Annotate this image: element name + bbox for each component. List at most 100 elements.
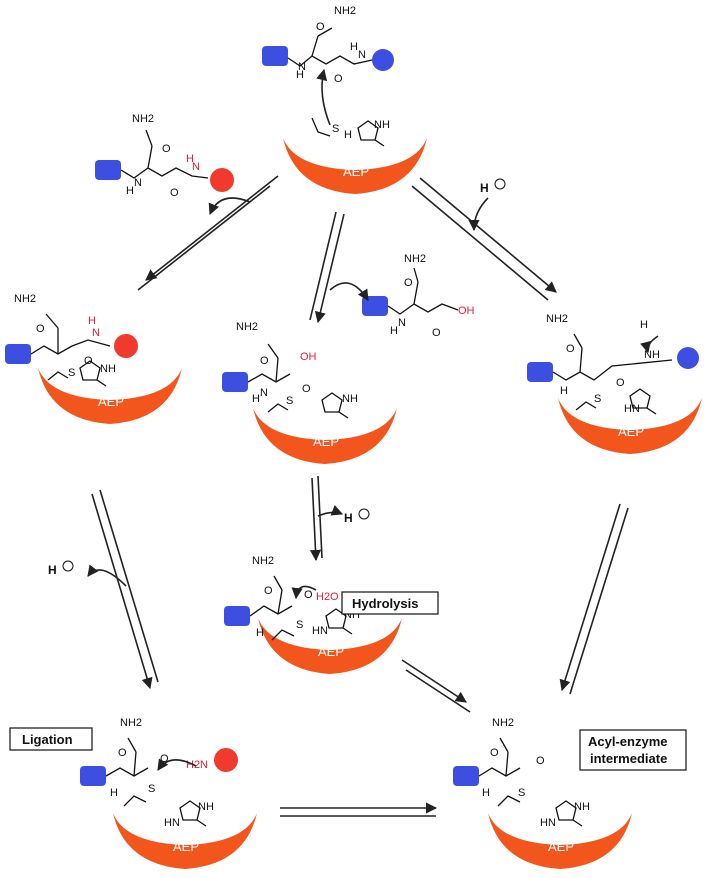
label-s: S [286, 395, 293, 407]
label-h-plus: H [640, 319, 648, 331]
label-nh: NH [574, 801, 590, 813]
red-group [114, 334, 138, 358]
label-h2n: H2N [186, 759, 208, 771]
plus-charge [494, 178, 506, 190]
label-nh2: NH2 [492, 717, 514, 729]
label-h: H [256, 627, 264, 639]
label-box-acyl-enzyme: Acyl-enzyme intermediate [579, 729, 687, 771]
plus-charge [62, 560, 74, 572]
label-o: O [260, 355, 269, 367]
enzyme-label: AEP [173, 839, 199, 854]
label-s: S [296, 619, 303, 631]
label-h: H [110, 787, 118, 799]
label-h: H [482, 787, 490, 799]
label-h: H [390, 325, 398, 337]
label-sh: S [332, 123, 339, 135]
label-o: O [36, 323, 45, 335]
released-hydrolysis-product: NH2 O N H O OH [362, 253, 475, 339]
blue-group [262, 46, 288, 66]
label-nh2: NH2 [14, 293, 36, 305]
label-oh: OH [300, 351, 317, 363]
equilibrium-arrows [91, 175, 629, 817]
red-group [214, 748, 238, 772]
label-o: O [84, 355, 93, 367]
state-tetrahedral-right: AEP NH2 O NH H O S H HN [527, 313, 702, 454]
label-h: H [560, 385, 568, 397]
label-nh: NH [198, 801, 214, 813]
label-h: H [126, 185, 134, 197]
label-o: O [432, 327, 441, 339]
label-nh2: NH2 [132, 113, 154, 125]
label-o: O [170, 187, 179, 199]
label-o: O [264, 585, 273, 597]
label-nh2: NH2 [236, 321, 258, 333]
label-h: H [186, 153, 194, 165]
label-n: N [192, 161, 200, 173]
label-hn: HN [164, 817, 180, 829]
blue-group [5, 344, 31, 364]
label-box-hydrolysis: Hydrolysis [341, 591, 439, 615]
label-box-ligation: Ligation [9, 727, 93, 751]
label-o: O [566, 343, 575, 355]
label-nh: NH [644, 349, 660, 361]
label-s: S [148, 783, 155, 795]
label-o: O [316, 21, 325, 33]
label-n: N [260, 387, 268, 399]
label-s: S [68, 367, 75, 379]
blue-group [80, 766, 106, 786]
label-o: O [490, 747, 499, 759]
label-nh2: NH2 [120, 717, 142, 729]
released-ligation-product: NH2 O N H O H N [95, 113, 234, 199]
state-tetrahedral-left: AEP NH2 O H N O S NH [5, 293, 182, 424]
label-o: O [162, 143, 171, 155]
ligation-label: Ligation [22, 732, 73, 747]
enzyme-label: AEP [98, 394, 124, 409]
enzyme-label: AEP [548, 839, 574, 854]
label-o: O [404, 277, 413, 289]
state-ligation: AEP NH2 O H2N O S H HN NH [80, 717, 257, 869]
label-o: O [536, 755, 545, 767]
enzyme-label: AEP [318, 644, 344, 659]
blue-group [95, 160, 121, 180]
blue-group [224, 606, 250, 626]
blue-group [527, 362, 553, 382]
enzyme-label: AEP [313, 434, 339, 449]
label-o: O [118, 747, 127, 759]
state-top-substrate: AEP NH2 O H N O H N S H NH [262, 5, 427, 194]
label-nh: NH [374, 119, 390, 131]
label-nh: NH [342, 393, 358, 405]
label-o: O [304, 589, 313, 601]
label-o: O [334, 73, 343, 85]
label-hn: HN [312, 625, 328, 637]
acyl-label-line1: Acyl-enzyme [588, 734, 667, 749]
label-nh2: NH2 [252, 555, 274, 567]
red-group [677, 347, 699, 369]
label-s: S [518, 787, 525, 799]
enzyme-label: AEP [618, 424, 644, 439]
label-nh2: NH2 [404, 253, 426, 265]
label-oh: OH [458, 305, 475, 317]
label-o: O [302, 383, 311, 395]
label-h: H [88, 315, 96, 327]
label-n: N [92, 327, 100, 339]
hydrolysis-label: Hydrolysis [352, 596, 418, 611]
red-group [372, 49, 394, 71]
blue-group [222, 372, 248, 392]
label-h: H [252, 393, 260, 405]
label-n: N [358, 49, 366, 61]
label-h: H [296, 69, 304, 81]
label-h: H [344, 129, 352, 141]
red-group [210, 168, 234, 192]
label-h2o: H2O [316, 591, 339, 603]
label-nh2: NH2 [546, 313, 568, 325]
label-n: N [398, 317, 406, 329]
label-n: N [134, 177, 142, 189]
label-n: N [298, 61, 306, 73]
enzyme-label: AEP [343, 164, 369, 179]
label-hn: HN [540, 817, 556, 829]
label-nh: NH [100, 363, 116, 375]
acyl-label-line2: intermediate [590, 751, 667, 766]
label-h-plus: H [480, 181, 489, 195]
state-hydrolysis: AEP NH2 O O S H H2O HN NH [224, 555, 402, 674]
label-s: S [594, 393, 601, 405]
